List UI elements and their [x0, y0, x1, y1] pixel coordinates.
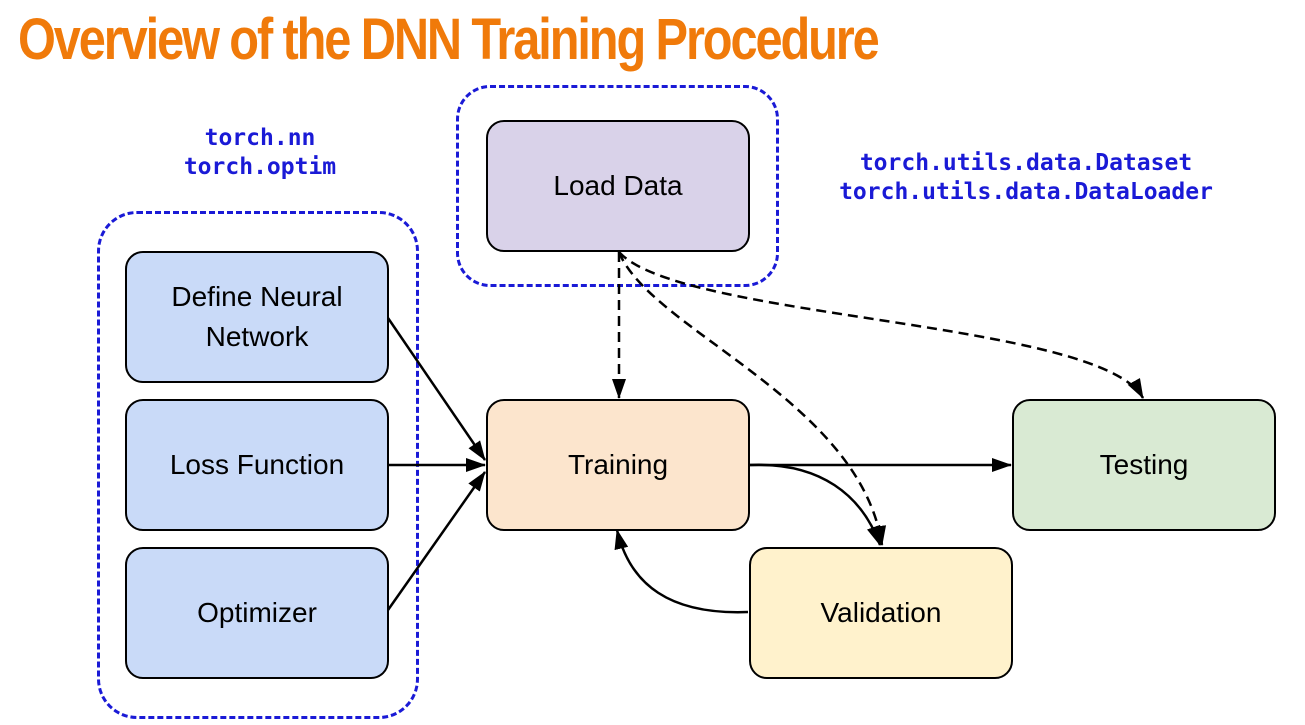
node-training: Training [486, 399, 750, 531]
data-modules-label: torch.utils.data.Dataset torch.utils.dat… [796, 149, 1256, 207]
node-define-neural-network: Define Neural Network [125, 251, 389, 383]
edge-optimizer-to-training [386, 471, 487, 611]
edge-define-to-training [386, 317, 487, 461]
edge-loaddata-to-validation [617, 251, 887, 546]
module-torch-optim: torch.optim [183, 154, 337, 180]
edge-validation-to-training [614, 529, 749, 614]
module-dataloader: torch.utils.data.DataLoader [839, 179, 1213, 205]
model-modules-label: torch.nn torch.optim [150, 124, 370, 182]
node-validation: Validation [749, 547, 1013, 679]
page-title: Overview of the DNN Training Procedure [18, 7, 880, 72]
node-loss-function: Loss Function [125, 399, 389, 531]
node-load-data: Load Data [486, 120, 750, 252]
module-dataset: torch.utils.data.Dataset [859, 150, 1193, 176]
edge-loaddata-to-testing [618, 251, 1145, 399]
node-optimizer: Optimizer [125, 547, 389, 679]
module-torch-nn: torch.nn [204, 125, 316, 151]
edge-training-to-validation [749, 463, 882, 546]
node-testing: Testing [1012, 399, 1276, 531]
data-group [456, 85, 779, 287]
